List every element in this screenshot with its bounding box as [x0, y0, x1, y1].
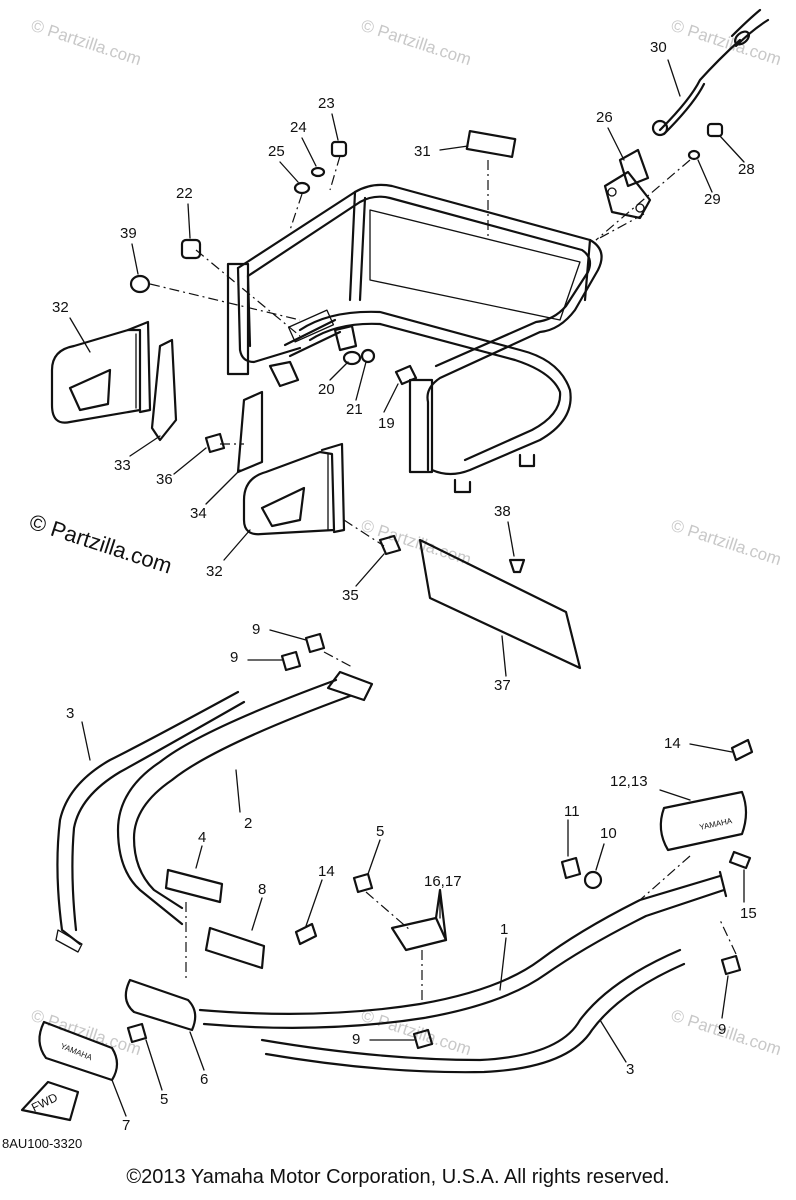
callout-4: 4 — [198, 829, 206, 846]
watermark: © Partzilla.com — [29, 16, 144, 69]
callout-29: 29 — [704, 191, 721, 208]
callout-37: 37 — [494, 677, 511, 694]
callout-24: 24 — [290, 119, 307, 136]
basket-frame — [226, 183, 603, 494]
part-code: 8AU100-3320 — [2, 1136, 82, 1151]
watermark: © Partzilla.com — [669, 16, 784, 69]
callout-14: 14 — [318, 863, 335, 880]
copyright-notice: ©2013 Yamaha Motor Corporation, U.S.A. A… — [126, 1166, 670, 1188]
callout-20: 20 — [318, 381, 335, 398]
callout-9: 9 — [252, 621, 260, 638]
watermark: © Partzilla.com — [669, 516, 784, 569]
callout-2: 2 — [244, 815, 252, 832]
watermark: © Partzilla.com — [359, 516, 474, 569]
latch-assembly — [603, 8, 770, 220]
callout-8: 8 — [258, 881, 266, 898]
brand-mark: YAMAHA — [59, 1042, 94, 1063]
callout-6: 6 — [200, 1071, 208, 1088]
callout-9: 9 — [352, 1031, 360, 1048]
callout-30: 30 — [650, 39, 667, 56]
fwd-label: FWD — [29, 1090, 60, 1115]
callout-34: 34 — [190, 505, 207, 522]
featured-watermark: © Partzilla.com — [26, 509, 175, 579]
callout-5: 5 — [160, 1091, 168, 1108]
callout-31: 31 — [414, 143, 431, 160]
callout-5: 5 — [376, 823, 384, 840]
callout-10: 10 — [600, 825, 617, 842]
callout-32: 32 — [52, 299, 69, 316]
callout-11: 11 — [564, 803, 580, 820]
watermark: © Partzilla.com — [359, 16, 474, 69]
callout-32: 32 — [206, 563, 223, 580]
basket-board — [369, 209, 581, 321]
watermark-layer: © Partzilla.com © Partzilla.com © Partzi… — [26, 16, 783, 1059]
callout-39: 39 — [120, 225, 137, 242]
callout-1: 1 — [500, 921, 508, 938]
callout-36: 36 — [156, 471, 173, 488]
callout-3: 3 — [66, 705, 74, 722]
callout-21: 21 — [346, 401, 363, 418]
callout-35: 35 — [342, 587, 359, 604]
main-frame-rails — [55, 670, 728, 1074]
callout-9: 9 — [718, 1021, 726, 1038]
callout-numbers: 1 2 3 3 4 5 5 6 7 8 9 9 9 9 10 11 12,13 … — [52, 39, 757, 1134]
callout-22: 22 — [176, 185, 193, 202]
callout-7: 7 — [122, 1117, 130, 1134]
plate — [418, 538, 582, 670]
label-sticker — [465, 130, 517, 158]
callout-12-13: 12,13 — [610, 773, 648, 790]
callout-25: 25 — [268, 143, 285, 160]
callout-19: 19 — [378, 415, 395, 432]
side-bracket-right — [242, 442, 346, 536]
leader-lines — [149, 155, 737, 1000]
upper-fasteners — [129, 122, 724, 574]
callout-16-17: 16,17 — [424, 873, 462, 890]
brand-mark: YAMAHA — [699, 816, 734, 832]
callout-28: 28 — [738, 161, 755, 178]
callout-3: 3 — [626, 1061, 634, 1078]
side-bracket-left — [50, 320, 264, 474]
callout-9: 9 — [230, 649, 238, 666]
callout-26: 26 — [596, 109, 613, 126]
callout-15: 15 — [740, 905, 757, 922]
callout-33: 33 — [114, 457, 131, 474]
callout-38: 38 — [494, 503, 511, 520]
callout-23: 23 — [318, 95, 335, 112]
callout-14: 14 — [664, 735, 681, 752]
callout-leaders — [69, 59, 745, 1117]
